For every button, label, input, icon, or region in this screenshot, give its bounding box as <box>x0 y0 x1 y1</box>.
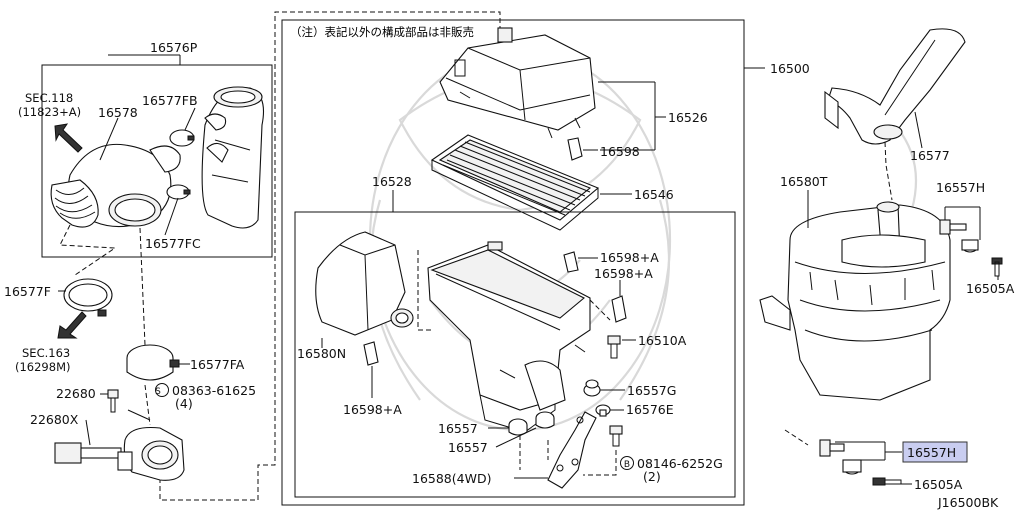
label-16500[interactable]: 16500 <box>770 61 810 76</box>
part-16505A-upper-bolt <box>991 257 1003 277</box>
part-16598-clip <box>567 137 583 161</box>
part-22680-screw <box>107 389 119 413</box>
label-16580T[interactable]: 16580T <box>780 174 828 189</box>
part-16577FA-clamp <box>126 344 180 381</box>
part-16577-snorkel <box>824 28 966 145</box>
highlight-box-16557H[interactable] <box>902 441 968 463</box>
part-16576P-pipe <box>201 86 265 229</box>
label-16598[interactable]: 16598 <box>600 144 640 159</box>
part-16557-mount-1 <box>508 418 528 436</box>
label-16578[interactable]: 16578 <box>98 105 138 120</box>
part-16577FB-clamp <box>169 129 195 147</box>
part-16557G-grommet <box>583 379 601 397</box>
label-16576E[interactable]: 16576E <box>626 402 674 417</box>
label-16588-4wd[interactable]: 16588(4WD) <box>412 471 491 486</box>
label-16546[interactable]: 16546 <box>634 187 674 202</box>
label-16576P[interactable]: 16576P <box>150 40 198 55</box>
label-16598A-2[interactable]: 16598+A <box>594 266 653 281</box>
label-16598A-1[interactable]: 16598+A <box>600 250 659 265</box>
assembly-16528-frame <box>294 211 736 498</box>
label-16577F[interactable]: 16577F <box>4 284 51 299</box>
part-16578-duct <box>50 143 181 228</box>
label-16557H-upper[interactable]: 16557H <box>936 180 985 195</box>
label-16577[interactable]: 16577 <box>910 148 950 163</box>
label-22680[interactable]: 22680 <box>56 386 96 401</box>
part-08146-bolt <box>609 425 623 447</box>
label-08363-61625[interactable]: 08363-61625 <box>172 383 256 398</box>
label-16577FA[interactable]: 16577FA <box>190 357 245 372</box>
label-sec118[interactable]: SEC.118 <box>25 91 73 105</box>
circle-b-marker <box>620 456 634 470</box>
part-16505A-lower-bolt <box>872 477 902 486</box>
assembly-16500-frame <box>281 19 745 506</box>
circle-s-marker <box>155 383 169 397</box>
part-16546-filter-element <box>430 134 600 231</box>
label-sec163[interactable]: SEC.163 <box>22 346 70 360</box>
label-22680X[interactable]: 22680X <box>30 412 79 427</box>
label-sec163-sub: (16298M) <box>15 360 70 374</box>
part-16580T-case <box>759 201 951 401</box>
duct-assembly-frame <box>41 64 273 258</box>
part-16576E-bushing <box>595 404 611 417</box>
label-16580N[interactable]: 16580N <box>297 346 346 361</box>
arrow-sec118 <box>54 123 83 153</box>
label-16505A-lower[interactable]: 16505A <box>914 477 963 492</box>
circle-b-text: B <box>624 460 630 470</box>
label-16557-b[interactable]: 16557 <box>448 440 488 455</box>
note-text: （注）表記以外の構成部品は非販売 <box>290 25 474 39</box>
circle-s-text: S <box>155 387 161 397</box>
part-16588-bracket <box>547 411 597 489</box>
label-16526[interactable]: 16526 <box>668 110 708 125</box>
part-16557-mount-2 <box>535 411 555 429</box>
label-sec118-sub: (11823+A) <box>18 105 81 119</box>
label-16505A-upper[interactable]: 16505A <box>966 281 1015 296</box>
right-air-duct-group <box>759 28 1003 486</box>
diagram-code: J16500BK <box>937 495 999 510</box>
label-16557G[interactable]: 16557G <box>627 383 676 398</box>
part-16598A-clip-3 <box>363 341 379 366</box>
part-16598A-clip-1 <box>563 251 579 273</box>
label-08363-qty: (4) <box>175 396 193 411</box>
left-intake-group <box>41 11 501 501</box>
center-air-cleaner-group <box>281 19 765 506</box>
part-16577FC-clamp <box>166 184 191 200</box>
part-22680X-sensor <box>54 426 185 481</box>
label-08146-6252G[interactable]: 08146-6252G <box>637 456 723 471</box>
label-16528[interactable]: 16528 <box>372 174 412 189</box>
label-16598A-3[interactable]: 16598+A <box>343 402 402 417</box>
part-lower-case <box>427 241 591 433</box>
label-16577FB[interactable]: 16577FB <box>142 93 198 108</box>
part-16557H-upper <box>939 219 979 253</box>
label-16557H-highlighted[interactable]: 16557H <box>907 445 956 460</box>
arrow-sec163 <box>57 311 87 339</box>
part-16526-upper-cover <box>439 27 596 139</box>
label-08146-qty: (2) <box>643 469 661 484</box>
label-16557-a[interactable]: 16557 <box>438 421 478 436</box>
part-16510A-screw <box>607 335 621 359</box>
part-16577F-clamp <box>63 278 113 317</box>
part-16598A-clip-2 <box>611 295 627 323</box>
label-16510A[interactable]: 16510A <box>638 333 687 348</box>
part-16557H-lower <box>819 439 862 475</box>
label-16577FC[interactable]: 16577FC <box>145 236 201 251</box>
part-16580N-resonator <box>315 231 414 336</box>
